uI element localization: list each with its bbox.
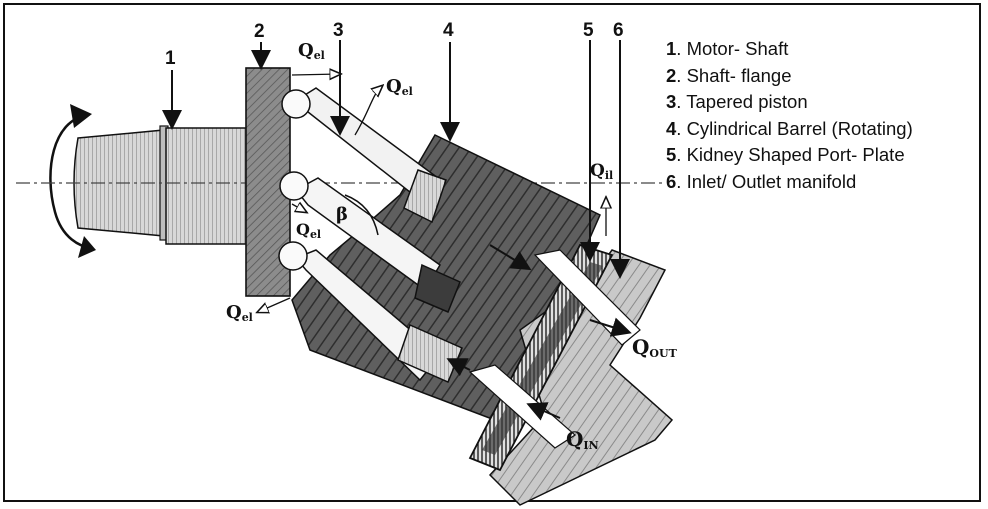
legend-item-port-plate: 5. Kidney Shaped Port- Plate xyxy=(666,144,905,165)
legend-item-tapered-piston: 3. Tapered piston xyxy=(666,91,808,112)
tapered-pistons xyxy=(278,87,463,383)
part-leaders xyxy=(162,40,630,279)
q-el-label-right: Qel xyxy=(386,76,413,98)
leakage-arrows xyxy=(258,74,606,312)
part-number-3: 3 xyxy=(333,20,344,41)
part-number-6: 6 xyxy=(613,20,624,41)
q-el-label-bottom: Qel xyxy=(226,302,253,324)
angle-arc xyxy=(344,194,379,236)
motor-shaft xyxy=(73,125,247,245)
legend-item-shaft-flange: 2. Shaft- flange xyxy=(666,64,792,86)
part-number-2: 2 xyxy=(254,21,265,42)
q-out-label: QOUT xyxy=(632,335,678,360)
rotation-arrow-icon xyxy=(49,104,96,258)
legend-item-motor-shaft: 1. Motor- Shaft xyxy=(666,38,789,59)
q-il-label: Qil xyxy=(590,161,613,182)
part-number-4: 4 xyxy=(443,20,454,41)
legend-item-cylindrical-barrel: 4. Cylindrical Barrel (Rotating) xyxy=(666,117,913,139)
q-el-label-middle: Qel xyxy=(296,220,321,241)
inlet-outlet-manifold xyxy=(488,249,674,506)
q-el-label-top: Qel xyxy=(298,40,325,62)
internal-flow-arrows xyxy=(446,244,632,421)
q-in-label: QIN xyxy=(566,427,599,452)
beta-angle-label: β xyxy=(336,204,348,225)
legend-item-manifold: 6. Inlet/ Outlet manifold xyxy=(666,170,857,192)
parts-legend: 1. Motor- Shaft 2. Shaft- flange 3. Tape… xyxy=(666,36,913,195)
part-number-5: 5 xyxy=(583,20,594,41)
part-number-1: 1 xyxy=(165,48,176,69)
